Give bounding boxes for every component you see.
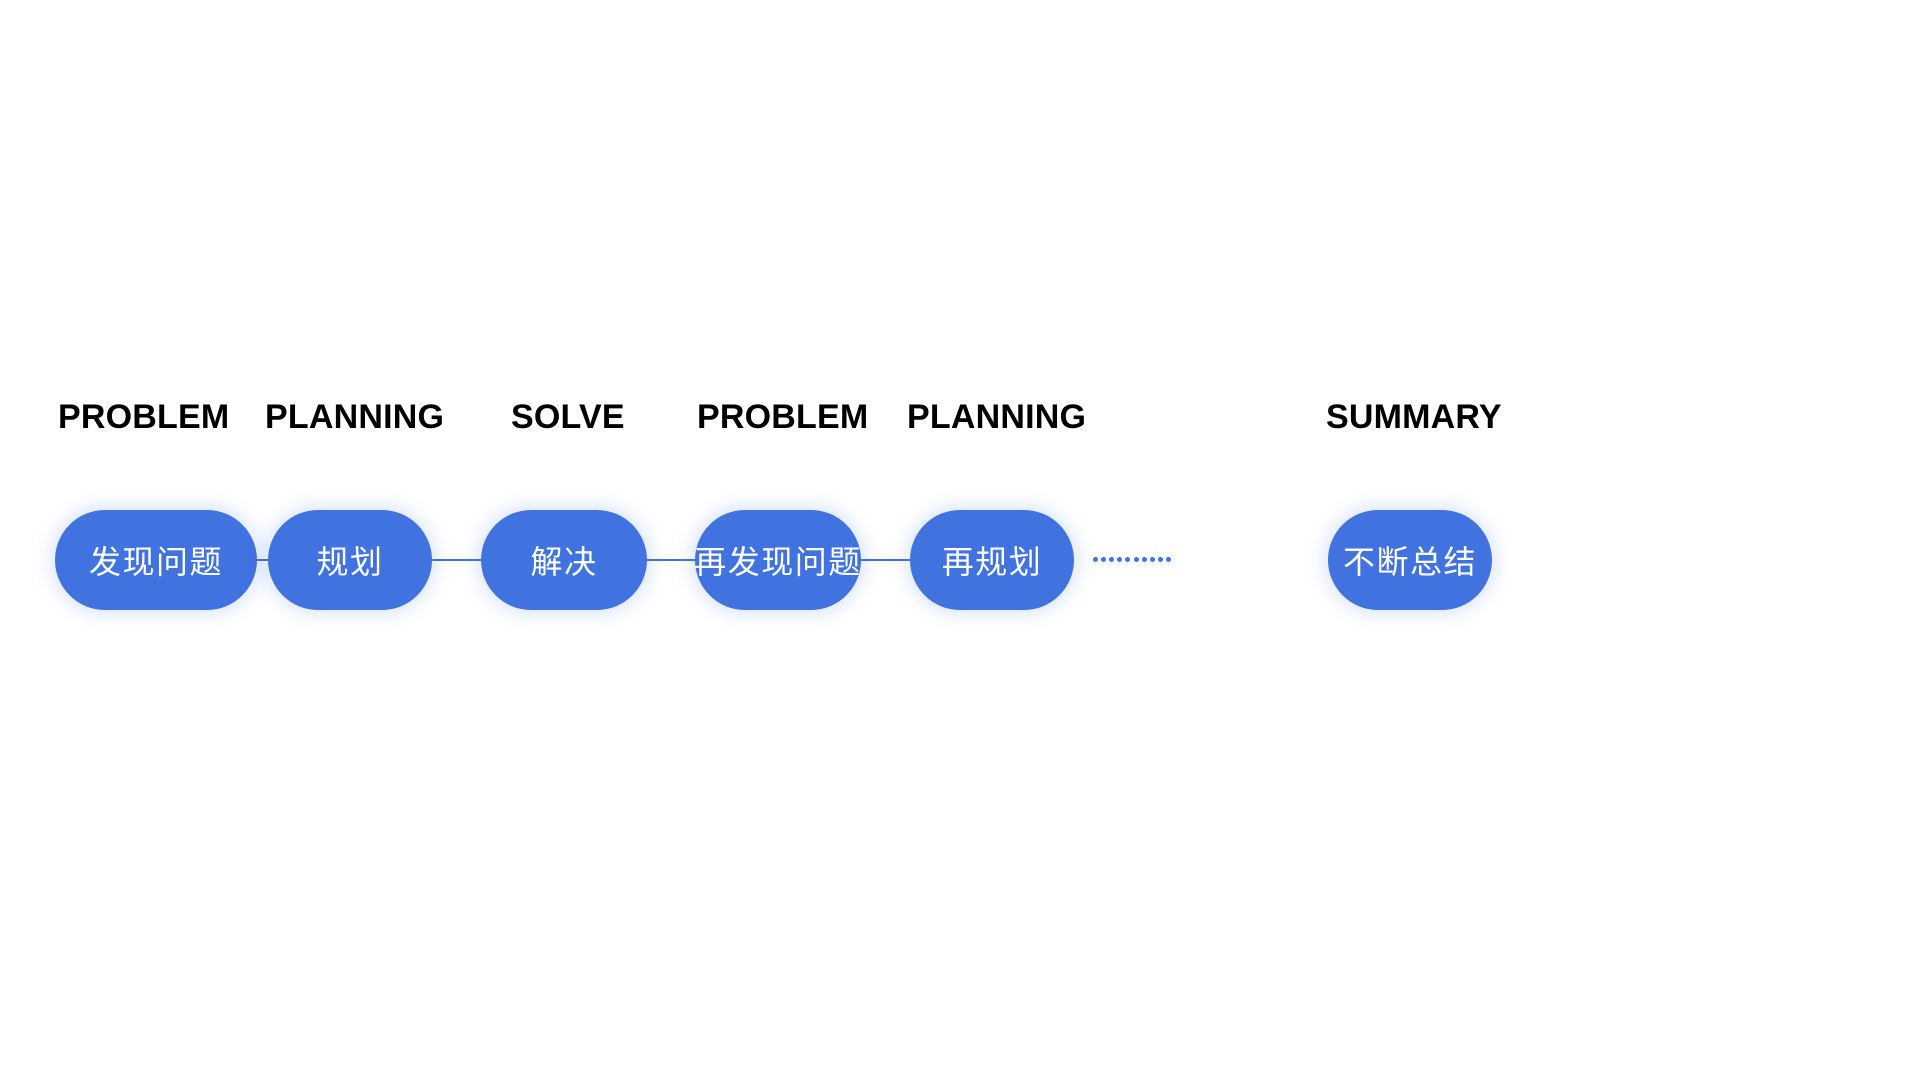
stage-header-summary: SUMMARY — [1326, 398, 1502, 436]
connector-line-1 — [257, 559, 268, 561]
connector-dot — [1165, 556, 1171, 562]
connector-line-4 — [861, 559, 910, 561]
connector-dot — [1117, 556, 1123, 562]
node-rediscover-problem[interactable]: 再发现问题 — [694, 510, 862, 610]
node-label: 解决 — [530, 543, 598, 581]
node-label: 再发现问题 — [694, 543, 862, 581]
connector-dot — [1125, 556, 1131, 562]
node-label: 不断总结 — [1342, 543, 1477, 581]
node-label: 规划 — [316, 543, 384, 581]
connector-dot — [1133, 556, 1139, 562]
node-replanning[interactable]: 再规划 — [910, 510, 1074, 610]
stage-header-solve: SOLVE — [511, 398, 625, 436]
node-planning[interactable]: 规划 — [268, 510, 432, 610]
stage-header-planning-2: PLANNING — [907, 398, 1087, 436]
node-discover-problem[interactable]: 发现问题 — [55, 510, 257, 610]
connector-dot — [1149, 556, 1155, 562]
node-continuous-summary[interactable]: 不断总结 — [1328, 510, 1492, 610]
node-label: 再规划 — [941, 543, 1043, 581]
stage-header-problem-1: PROBLEM — [58, 398, 230, 436]
connector-dot — [1101, 556, 1107, 562]
connector-line-2 — [432, 559, 481, 561]
node-solve[interactable]: 解决 — [481, 510, 647, 610]
connector-dot — [1109, 556, 1115, 562]
connector-dotted-ellipsis — [1093, 555, 1171, 563]
stage-header-planning-1: PLANNING — [265, 398, 445, 436]
connector-line-3 — [647, 559, 695, 561]
connector-dot — [1157, 556, 1163, 562]
stage-headers-row: PROBLEM PLANNING SOLVE PROBLEM PLANNING … — [0, 395, 1920, 455]
process-nodes-row: 发现问题 规划 解决 再发现问题 再规划 不断总结 — [0, 510, 1920, 610]
stage-header-problem-2: PROBLEM — [697, 398, 869, 436]
connector-dot — [1093, 556, 1098, 562]
connector-dot — [1141, 556, 1147, 562]
node-label: 发现问题 — [88, 543, 223, 581]
